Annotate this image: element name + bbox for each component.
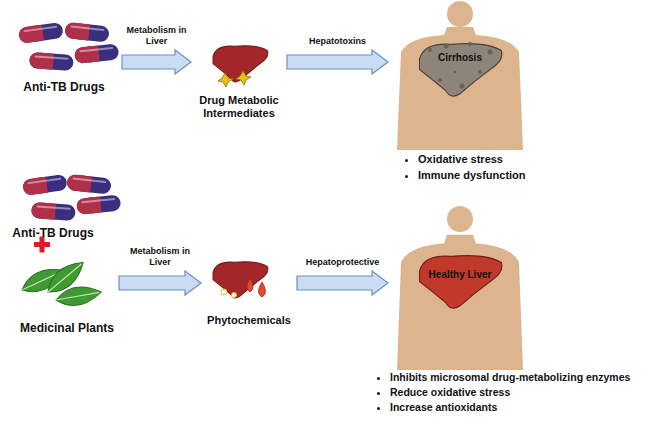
arrow-label: Hepatotoxins (293, 36, 383, 46)
effect-item: Inhibits microsomal drug-metabolizing en… (390, 370, 630, 385)
effect-item: Reduce oxidative stress (390, 385, 630, 400)
node-caption: Medicinal Plants (17, 322, 117, 336)
effect-item: Increase antioxidants (390, 400, 630, 415)
liver-icon: Phytochemicals (203, 252, 295, 332)
node-caption: Anti-TB Drugs (8, 81, 120, 95)
block-arrow (119, 271, 201, 295)
block-arrow (297, 271, 388, 295)
node-caption: Healthy Liver (418, 269, 502, 281)
effect-item: Oxidative stress (418, 152, 526, 168)
effect-item: Immune dysfunction (418, 168, 526, 184)
node-caption: Phytochemicals (203, 314, 295, 327)
block-arrow (287, 50, 388, 74)
arrow-label: Metabolism in Liver (119, 246, 201, 267)
effect-list: Inhibits microsomal drug-metabolizing en… (376, 370, 630, 416)
body-figure: Healthy Liver (390, 205, 530, 370)
arrow-label: Metabolism in Liver (122, 25, 191, 46)
drug-plant-group: Anti-TB DrugsMedicinal Plants (5, 170, 117, 342)
block-arrow (122, 50, 191, 74)
drug-icon: Anti-TB Drugs (8, 15, 120, 97)
node-caption: Cirrhosis (422, 52, 498, 64)
node-caption: Anti-TB Drugs (5, 227, 101, 241)
liver-icon: Drug Metabolic Intermediates (193, 38, 285, 126)
body-figure: Cirrhosis (390, 0, 530, 150)
arrow-label: Hepatoprotective (298, 257, 388, 267)
effect-list: Oxidative stressImmune dysfunction (404, 152, 526, 184)
node-caption: Drug Metabolic Intermediates (193, 94, 285, 119)
